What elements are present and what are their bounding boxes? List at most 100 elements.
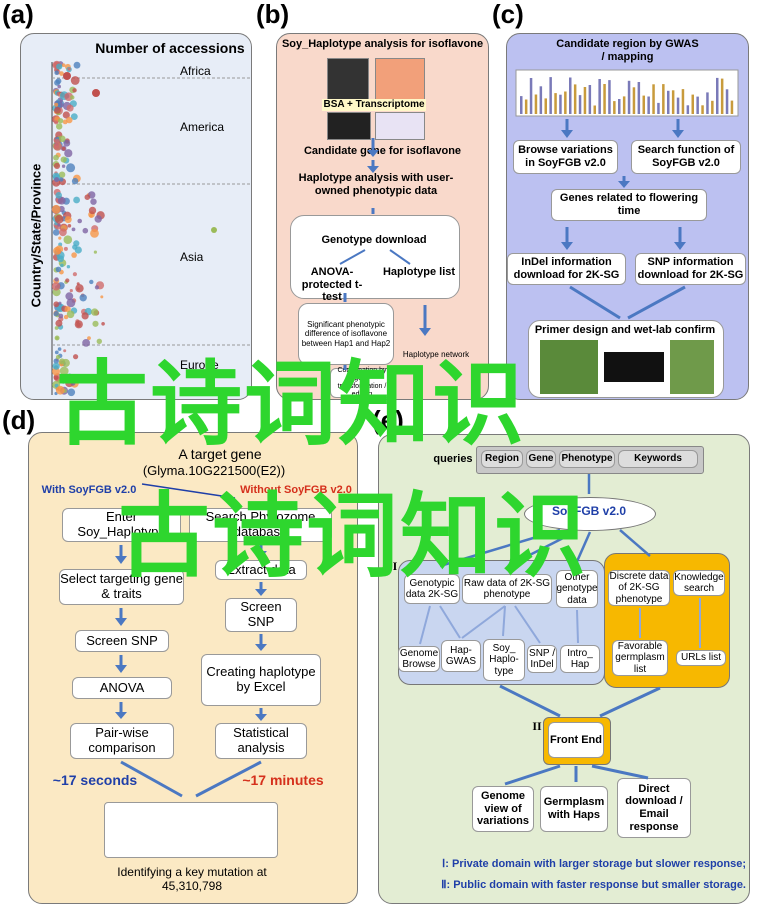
query-gene: Gene	[526, 450, 556, 468]
output-direct-download: Direct download / Email response	[617, 778, 691, 838]
scatter-dot	[96, 338, 103, 344]
scatter-dot	[54, 106, 61, 114]
haplotype-list-label: Haplotype list	[382, 266, 456, 278]
scatter-dot	[52, 367, 60, 376]
candidate-region-title: Candidate region by GWAS / mapping	[556, 38, 699, 63]
scatter-dot	[54, 70, 59, 75]
gwas-bar	[564, 91, 567, 114]
step-pairwise: Pair-wise comparison	[70, 723, 174, 759]
scatter-dot	[58, 313, 64, 319]
scatter-dot	[67, 388, 76, 397]
gwas-bar	[549, 77, 552, 114]
gwas-bar	[613, 101, 616, 114]
scatter-dot	[59, 228, 67, 237]
step-creating-haplotype: Creating haplotype by Excel	[201, 654, 321, 706]
gwas-bar	[691, 94, 694, 114]
scatter-dot	[67, 67, 71, 71]
scatter-dot	[79, 294, 87, 302]
scatter-dot	[84, 194, 91, 200]
bsa-transcriptome-label: BSA + Transcriptome	[322, 99, 426, 111]
scatter-dot	[54, 277, 59, 282]
gwas-bar	[539, 86, 543, 114]
boxplot-image	[104, 802, 278, 858]
indel-download-box: InDel information download for 2K-SG	[507, 253, 626, 285]
scatter-dot	[63, 72, 71, 80]
gwas-bar	[720, 78, 724, 114]
front-end-box: Front End	[548, 722, 604, 758]
candidate-gene-label: Candidate gene for isoflavone	[303, 145, 462, 157]
scatter-dot	[71, 252, 77, 258]
step-statistical: Statistical analysis	[215, 723, 307, 759]
step-screen-snp-left: Screen SNP	[75, 630, 169, 652]
scatter-dot	[72, 88, 77, 93]
gwas-bar	[647, 96, 650, 114]
scatter-dot	[58, 171, 66, 178]
scatter-dot	[69, 289, 73, 293]
gwas-bar	[593, 105, 596, 114]
gel-image	[604, 352, 664, 382]
watermark-line-1: 古诗词知识	[56, 351, 527, 458]
scatter-dot	[63, 349, 67, 353]
scatter-dot	[74, 246, 82, 254]
panel-label-a: (a)	[2, 0, 34, 29]
scatter-dot	[54, 214, 64, 224]
time-without: ~17 minutes	[242, 772, 324, 788]
scatter-dot	[53, 162, 61, 169]
scatter-dot	[91, 308, 99, 316]
scatter-dot	[89, 279, 94, 285]
output-germplasm: Germplasm with Haps	[540, 786, 608, 832]
roman-two: II	[532, 719, 542, 733]
scatter-dot	[65, 292, 74, 301]
gwas-bar	[667, 90, 670, 114]
query-region: Region	[481, 450, 523, 468]
scatter-dot	[73, 196, 80, 204]
gwas-bar	[578, 95, 582, 114]
step-search-phytozome: Search Phytozome database	[189, 508, 332, 542]
output-genome-view: Genome view of variations	[472, 786, 534, 832]
scatter-dot	[58, 301, 62, 305]
scatter-dot	[66, 265, 71, 269]
genotypic-data-box: Genotypic data 2K-SG	[404, 574, 460, 604]
gwas-bar	[725, 89, 729, 114]
tool-intro-hap: Intro_ Hap	[560, 645, 600, 673]
scatter-dot	[75, 284, 84, 293]
gwas-bar	[544, 98, 547, 114]
scatter-dot	[54, 79, 61, 86]
scatter-dot	[64, 149, 73, 158]
haplotype-analysis-label: Haplotype analysis with user-owned pheno…	[298, 172, 454, 197]
scatter-dot	[65, 278, 70, 283]
scatter-dot	[66, 104, 74, 112]
gwas-bar	[652, 84, 655, 114]
scatter-dot	[55, 266, 62, 273]
gwas-bar	[657, 102, 660, 114]
gwas-bar	[529, 78, 533, 114]
time-with: ~17 seconds	[52, 772, 138, 788]
scatter-dot	[66, 116, 73, 124]
scatter-dot	[57, 347, 62, 351]
key-mutation-result: Identifying a key mutation at 45,310,798	[117, 865, 267, 893]
gwas-bar	[706, 92, 709, 114]
knowledge-search-box: Knowledge search	[673, 570, 725, 596]
scatter-dot	[211, 227, 217, 233]
gwas-bar	[588, 85, 592, 114]
tool-snp-indel: SNP / InDel	[527, 645, 557, 673]
plant-photo-right	[670, 340, 714, 394]
scatter-dot	[51, 204, 61, 214]
scatter-dot	[55, 192, 62, 199]
gwas-bar	[603, 84, 606, 114]
query-keywords: Keywords	[618, 450, 698, 468]
gwas-bar	[711, 100, 714, 114]
gwas-bar	[696, 96, 699, 114]
gene-id: (Glyma.10G221500(E2))	[142, 463, 286, 478]
scatter-dot	[72, 272, 77, 277]
scatter-dot	[89, 214, 93, 218]
gwas-bar	[622, 96, 626, 114]
scatter-dot	[53, 358, 59, 364]
scatter-dot	[87, 336, 91, 340]
scatter-dot	[59, 358, 65, 365]
